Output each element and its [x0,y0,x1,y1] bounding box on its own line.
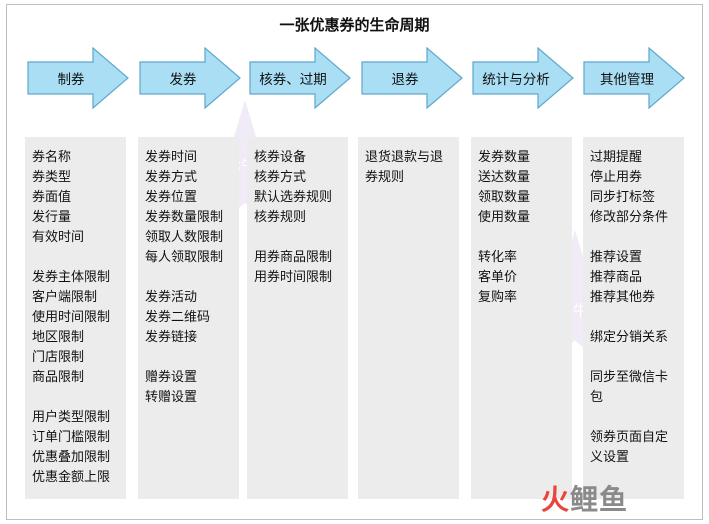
detail-item: 发券数量限制 [145,210,224,225]
stage-detail-column-4: 退货退款与退券规则 [358,137,459,499]
detail-item: 用券时间限制 [254,270,333,285]
detail-item: 发券时间 [145,150,198,165]
stage-label: 统计与分析 [482,72,550,88]
detail-item: 核券方式 [254,170,307,185]
detail-item: 绑定分销关系 [590,330,669,345]
fire-carp-logo: 火鲤鱼 [541,478,628,518]
detail-item: 核券设备 [254,150,307,165]
detail-item: 默认选券规则 [254,190,333,205]
detail-item: 核券规则 [254,210,307,225]
detail-item: 券面值 [32,190,72,205]
detail-item: 发券链接 [145,330,198,345]
detail-item: 过期提醒 [590,150,643,165]
detail-item: 有效时间 [32,230,85,245]
diagram-title: 一张优惠券的生命周期 [279,16,430,34]
detail-item: 客单价 [478,270,518,285]
detail-item: 订单门槛限制 [32,430,111,445]
detail-item: 门店限制 [32,350,85,365]
detail-item: 停止用券 [590,170,643,185]
spacer [32,248,118,268]
spacer [590,228,676,248]
detail-item: 转赠设置 [145,390,198,405]
detail-item: 券名称 [32,150,72,165]
detail-item: 优惠金额上限 [32,470,111,485]
spacer [145,268,231,288]
detail-item: 推荐其他券 [590,290,656,305]
detail-item: 用券商品限制 [254,250,333,265]
detail-item: 券类型 [32,170,72,185]
detail-item: 同步打标签 [590,190,656,205]
spacer [145,348,231,368]
stage-detail-column-5: 发券数量送达数量领取数量使用数量转化率客单价复购率 [471,137,572,499]
detail-item: 优惠叠加限制 [32,450,111,465]
stage-detail-column-2: 发券时间发券方式发券位置发券数量限制领取人数限制每人领取限制发券活动发券二维码发… [138,137,239,499]
detail-item: 发行量 [32,210,72,225]
detail-item: 发券位置 [145,190,198,205]
stage-label: 其他管理 [600,72,654,88]
stage-arrow-2: 发券 [139,47,242,109]
detail-item: 使用时间限制 [32,310,111,325]
detail-item: 发券活动 [145,290,198,305]
detail-item: 修改部分条件 [590,210,669,225]
spacer [590,348,676,368]
stage-label: 退券 [391,72,419,88]
stage-arrow-3: 核券、过期 [249,47,352,109]
spacer [254,228,340,248]
stage-arrow-5: 统计与分析 [472,47,575,109]
stage-label: 发券 [169,72,197,88]
stage-label: 核券、过期 [259,72,327,88]
stage-arrow-4: 退券 [361,47,464,109]
detail-item: 退货退款与退券规则 [365,150,444,185]
detail-item: 发券主体限制 [32,270,111,285]
detail-item: 领取数量 [478,190,531,205]
detail-item: 转化率 [478,250,518,265]
detail-item: 每人领取限制 [145,250,224,265]
detail-item: 发券数量 [478,150,531,165]
detail-item: 领取人数限制 [145,230,224,245]
stage-arrow-6: 其他管理 [583,47,686,109]
detail-item: 送达数量 [478,170,531,185]
spacer [478,228,564,248]
stage-detail-column-6: 过期提醒停止用券同步打标签修改部分条件推荐设置推荐商品推荐其他券绑定分销关系同步… [583,137,684,499]
logo-char-2: 鲤 [570,483,600,516]
detail-item: 复购率 [478,290,518,305]
stage-detail-column-1: 券名称券类型券面值发行量有效时间发券主体限制客户端限制使用时间限制地区限制门店限… [25,137,126,499]
spacer [590,408,676,428]
detail-item: 推荐商品 [590,270,643,285]
detail-item: 领券页面自定义设置 [590,430,669,465]
spacer [32,388,118,408]
logo-char-3: 鱼 [599,483,629,516]
detail-item: 地区限制 [32,330,85,345]
stage-detail-column-3: 核券设备核券方式默认选券规则核券规则用券商品限制用券时间限制 [247,137,348,499]
detail-item: 发券方式 [145,170,198,185]
detail-item: 推荐设置 [590,250,643,265]
logo-char-1: 火 [541,483,571,516]
detail-item: 客户端限制 [32,290,98,305]
detail-item: 商品限制 [32,370,85,385]
detail-item: 同步至微信卡包 [590,370,669,405]
stage-arrow-1: 制券 [27,47,130,109]
stage-label: 制券 [57,72,85,88]
detail-item: 使用数量 [478,210,531,225]
detail-item: 赠券设置 [145,370,198,385]
detail-item: 用户类型限制 [32,410,111,425]
detail-item: 发券二维码 [145,310,211,325]
spacer [590,308,676,328]
